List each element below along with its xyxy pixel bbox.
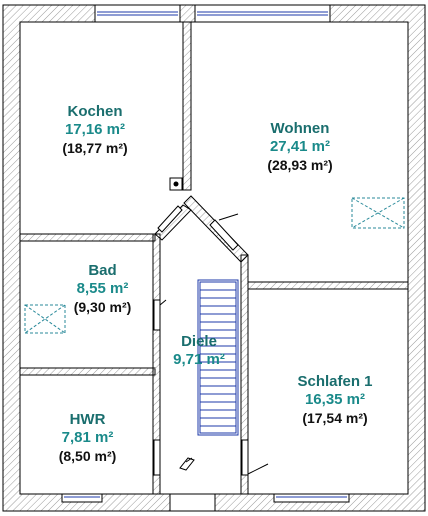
room-name: Schlafen 1 [297, 373, 373, 390]
room-area: 17,16 m² [64, 121, 126, 138]
room-gross-area: (28,93 m²) [267, 157, 333, 173]
room-name: Kochen [67, 103, 123, 120]
ceiling-hatch-icon [351, 197, 405, 229]
window-icon [61, 493, 350, 512]
room-name: HWR [69, 411, 106, 428]
room-label-wohnen: Wohnen 27,41 m² (28,93 m²) [245, 120, 355, 174]
room-gross-area: (17,54 m²) [302, 410, 368, 426]
door-swing-icon [153, 205, 269, 476]
room-name: Diele [181, 333, 217, 350]
window-icon [94, 4, 331, 23]
ceiling-hatch-icon [24, 304, 66, 334]
room-area: 9,71 m² [173, 351, 225, 368]
room-label-hwr: HWR 7,81 m² (8,50 m²) [40, 411, 135, 465]
room-gross-area: (18,77 m²) [62, 140, 128, 156]
room-label-schlafen: Schlafen 1 16,35 m² (17,54 m²) [275, 373, 395, 427]
room-area: 8,55 m² [76, 280, 129, 297]
room-name: Wohnen [270, 120, 330, 137]
room-area: 16,35 m² [304, 391, 366, 408]
room-label-diele: Diele 9,71 m² [163, 333, 235, 369]
room-gross-area: (8,50 m²) [58, 448, 117, 464]
room-area: 7,81 m² [61, 429, 114, 446]
room-name: Bad [88, 262, 117, 279]
outer-walls [2, 4, 426, 512]
chimney-icon [169, 177, 183, 191]
staircase-icon [197, 279, 239, 436]
room-area: 27,41 m² [269, 138, 331, 155]
room-label-bad: Bad 8,55 m² (9,30 m²) [55, 262, 150, 316]
room-label-kochen: Kochen 17,16 m² (18,77 m²) [40, 103, 150, 157]
room-gross-area: (9,30 m²) [73, 299, 132, 315]
